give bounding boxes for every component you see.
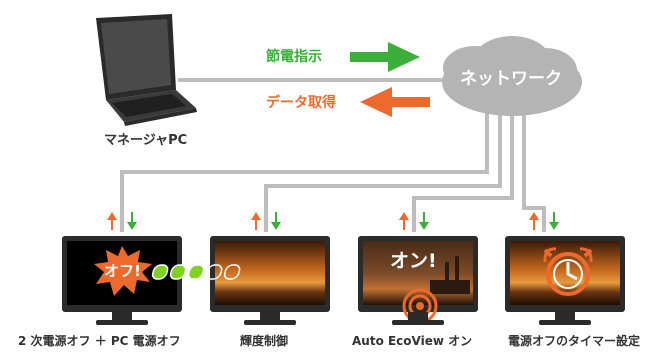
connection-line-4 — [522, 110, 546, 232]
up-arrow-icon — [251, 212, 261, 230]
command-label: 節電指示 — [266, 49, 322, 65]
monitor-3-label: Auto EcoView オン — [352, 334, 473, 348]
burst-icon — [94, 246, 152, 296]
monitor-2-label: 輝度制御 — [240, 334, 289, 348]
network-cloud — [442, 36, 582, 116]
laptop-icon — [96, 14, 197, 126]
connection-line-2 — [264, 110, 502, 232]
up-arrow-icon — [399, 212, 409, 230]
network-connections — [120, 78, 546, 232]
brightness-level-icon — [151, 264, 241, 280]
monitor-4 — [505, 236, 625, 325]
network-label: ネットワーク — [460, 69, 562, 89]
monitor-1-overlay: オフ! — [104, 262, 141, 280]
data-flow-arrows — [107, 212, 559, 230]
connection-line-3 — [412, 110, 514, 232]
monitor-2 — [151, 236, 330, 325]
orange-arrow-icon — [360, 87, 430, 117]
down-arrow-icon — [127, 212, 137, 230]
monitor-4-label: 電源オフのタイマー設定 — [508, 334, 641, 348]
down-arrow-icon — [271, 212, 281, 230]
monitor-3-overlay: オン! — [390, 250, 437, 272]
pc-label: マネージャPC — [104, 133, 188, 148]
up-arrow-icon — [529, 212, 539, 230]
data-label: データ取得 — [266, 95, 336, 111]
connection-line-1 — [120, 110, 489, 232]
monitor-1-label: 2 次電源オフ ＋ PC 電源オフ — [18, 334, 181, 348]
down-arrow-icon — [549, 212, 559, 230]
green-arrow-icon — [350, 42, 420, 72]
up-arrow-icon — [107, 212, 117, 230]
monitor-1 — [62, 236, 182, 325]
monitor-3 — [358, 236, 478, 325]
alarm-clock-icon — [543, 247, 593, 296]
down-arrow-icon — [419, 212, 429, 230]
